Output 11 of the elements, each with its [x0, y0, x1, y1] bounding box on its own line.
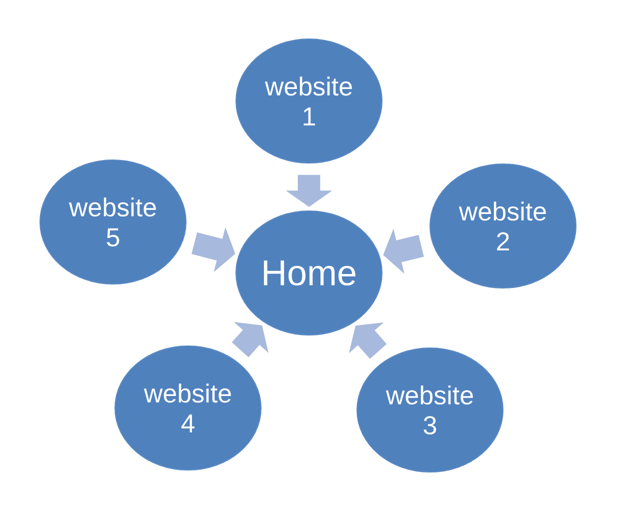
- circle-node: website 1: [236, 38, 382, 164]
- circle-node: website 2: [430, 164, 576, 288]
- circle-node: Home: [236, 210, 382, 336]
- circle-node: website 4: [114, 346, 262, 470]
- block-arrow: [348, 322, 387, 359]
- circle-node: website 3: [356, 348, 504, 472]
- block-arrow: [192, 227, 236, 272]
- block-arrow: [232, 322, 268, 358]
- block-arrow: [286, 174, 332, 207]
- circle-node: website 5: [40, 160, 186, 284]
- block-arrow: [383, 228, 424, 274]
